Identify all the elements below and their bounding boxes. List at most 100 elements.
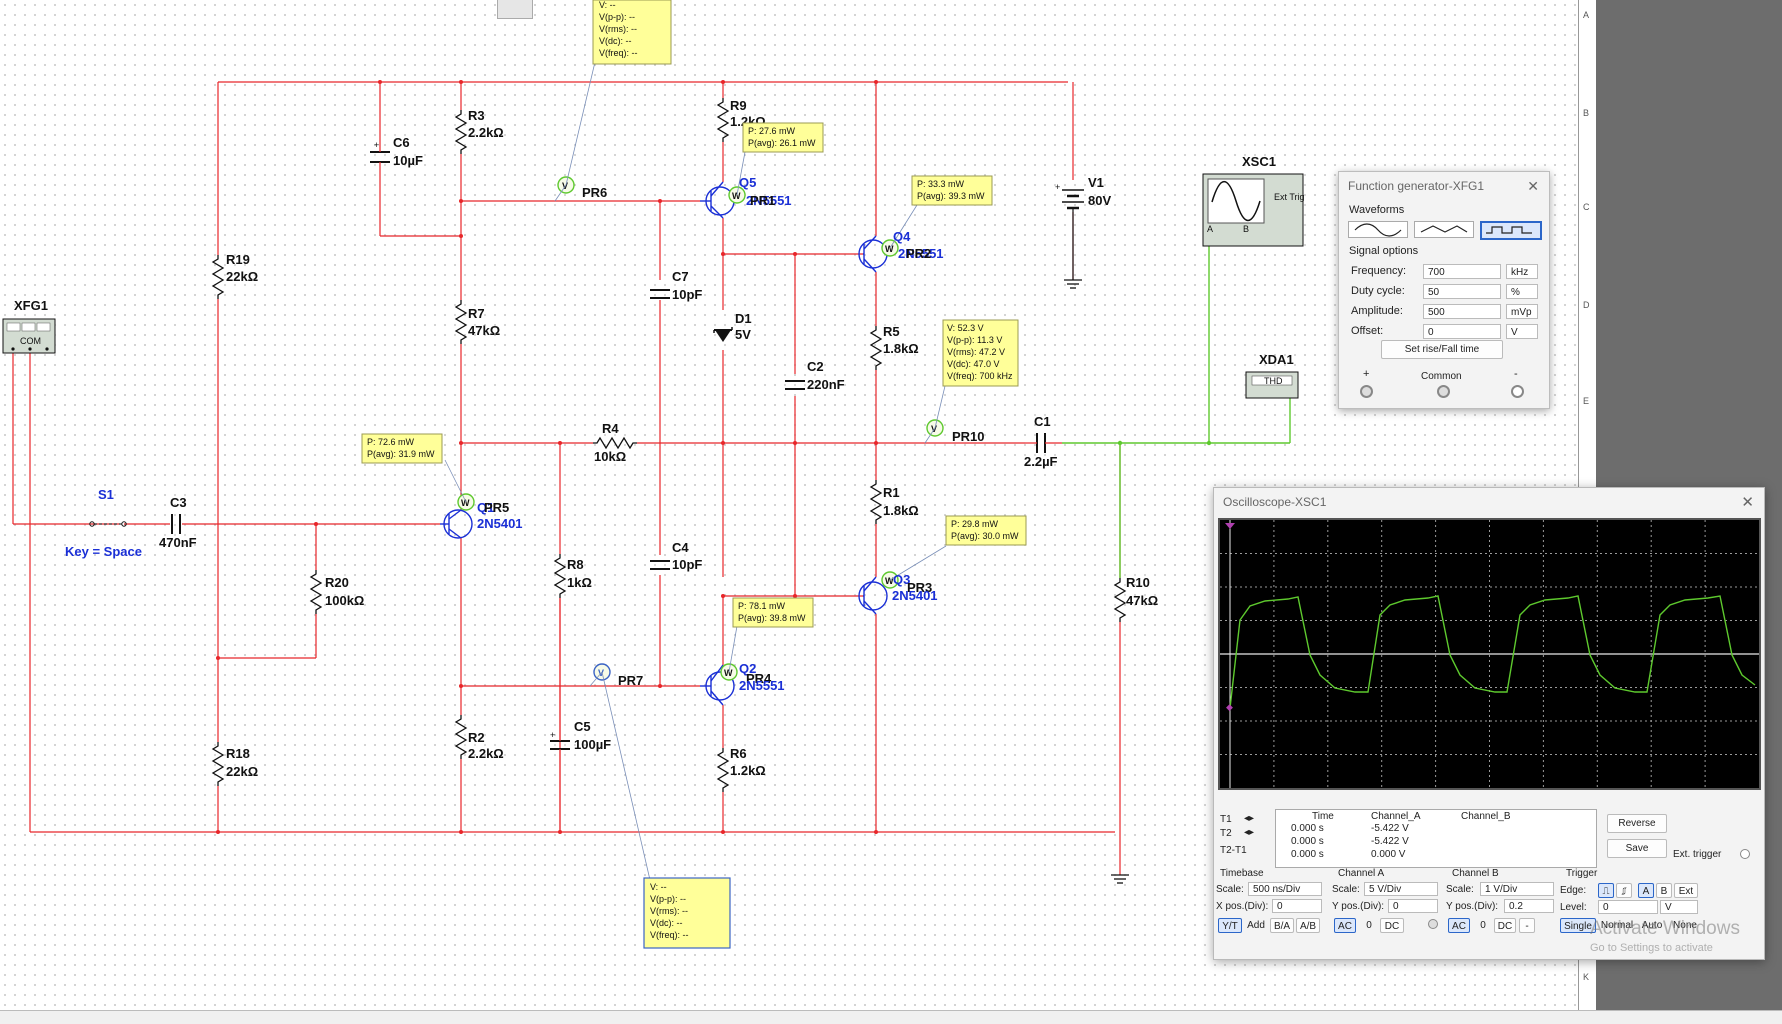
channel-a-ac-button[interactable]: AC xyxy=(1334,918,1356,933)
svg-text:V(dc): --: V(dc): -- xyxy=(650,918,683,928)
set-rise-fall-button[interactable]: Set rise/Fall time xyxy=(1381,340,1503,359)
oscilloscope-window[interactable]: Oscilloscope-XSC1 ✕ ◆ T1 T2 T2-T1 ◂▸ ◂ xyxy=(1213,487,1765,960)
square-wave-button[interactable] xyxy=(1480,221,1542,240)
frequency-input[interactable]: 700 xyxy=(1423,264,1501,279)
none-button[interactable]: None xyxy=(1673,920,1697,931)
save-button[interactable]: Save xyxy=(1607,839,1667,858)
channel-b-scale-input[interactable]: 1 V/Div xyxy=(1480,882,1554,896)
battery-V1[interactable] xyxy=(1062,189,1084,280)
add-button[interactable]: Add xyxy=(1247,920,1265,931)
oscilloscope-XSC1[interactable]: XSC1 Ext Trig A B xyxy=(1202,154,1305,247)
function-generator-XFG1[interactable]: XFG1 COM xyxy=(2,298,56,354)
ext-trigger-label: Ext. trigger xyxy=(1673,849,1722,860)
a-b-button[interactable]: A/B xyxy=(1296,918,1320,933)
offset-unit[interactable]: V xyxy=(1506,324,1538,339)
svg-text:PR3: PR3 xyxy=(907,580,932,595)
duty-cycle-input[interactable]: 50 xyxy=(1423,284,1501,299)
channel-b-dc-button[interactable]: DC xyxy=(1494,918,1516,933)
svg-text:V: 52.3 V: V: 52.3 V xyxy=(947,323,984,333)
falling-edge-button[interactable]: ⎎ xyxy=(1616,883,1632,898)
resistor-R1 xyxy=(870,479,882,525)
channel-a-ypos-input[interactable]: 0 xyxy=(1388,899,1438,913)
channel-a-terminal[interactable] xyxy=(1428,919,1438,929)
x-pos-input[interactable]: 0 xyxy=(1272,899,1322,913)
switch-S1[interactable] xyxy=(89,521,127,527)
trigger-a-button[interactable]: A xyxy=(1638,883,1654,898)
normal-button[interactable]: Normal xyxy=(1600,920,1634,931)
single-button[interactable]: Single xyxy=(1560,918,1596,933)
svg-text:A: A xyxy=(1207,224,1213,234)
svg-text:W: W xyxy=(461,498,470,508)
close-icon[interactable]: ✕ xyxy=(1741,494,1754,511)
svg-text:R10: R10 xyxy=(1126,575,1150,590)
yt-button[interactable]: Y/T xyxy=(1218,918,1242,933)
svg-text:1.2kΩ: 1.2kΩ xyxy=(730,763,766,778)
svg-text:COM: COM xyxy=(20,336,41,346)
oscilloscope-screen[interactable]: ◆ xyxy=(1218,518,1761,790)
rising-edge-button[interactable]: ⎍ xyxy=(1598,883,1614,898)
svg-text:Q5: Q5 xyxy=(739,175,756,190)
power-probes[interactable] xyxy=(457,186,899,681)
activate-windows-watermark: Activate Windows xyxy=(1590,918,1740,939)
svg-text:2.2µF: 2.2µF xyxy=(1024,454,1058,469)
dt-time: 0.000 s xyxy=(1291,849,1324,860)
border-letter: E xyxy=(1583,396,1590,406)
svg-text:10µF: 10µF xyxy=(393,153,423,168)
horizontal-scrollbar[interactable] xyxy=(0,1010,1782,1024)
distortion-analyzer-XDA1[interactable]: XDA1 THD xyxy=(1245,352,1299,399)
minus-terminal[interactable] xyxy=(1511,385,1524,398)
svg-text:C1: C1 xyxy=(1034,414,1051,429)
t2-arrows-icon[interactable]: ◂▸ xyxy=(1244,827,1255,838)
level-input[interactable]: 0 xyxy=(1598,900,1658,914)
svg-text:Q4: Q4 xyxy=(893,229,911,244)
channel-b-ypos-label: Y pos.(Div): xyxy=(1446,901,1499,912)
b-a-button[interactable]: B/A xyxy=(1270,918,1294,933)
close-icon[interactable]: ✕ xyxy=(1527,178,1539,194)
schematic-drawing[interactable]: + + + xyxy=(0,0,1595,1010)
channel-b-invert-button[interactable]: - xyxy=(1519,918,1535,933)
channel-b-label: Channel B xyxy=(1452,868,1499,879)
duty-cycle-unit[interactable]: % xyxy=(1506,284,1538,299)
transistor-Q1[interactable] xyxy=(440,509,473,539)
channel-b-ypos-input[interactable]: 0.2 xyxy=(1504,899,1554,913)
channel-b-ac-button[interactable]: AC xyxy=(1448,918,1470,933)
level-unit[interactable]: V xyxy=(1660,900,1698,914)
svg-text:1kΩ: 1kΩ xyxy=(567,575,592,590)
svg-text:V(rms): --: V(rms): -- xyxy=(650,906,688,916)
capacitors[interactable] xyxy=(171,151,1046,750)
amplitude-input[interactable]: 500 xyxy=(1423,304,1501,319)
transistor-Q2[interactable] xyxy=(700,664,735,706)
function-generator-window[interactable]: Function generator-XFG1 ✕ Waveforms Sign… xyxy=(1338,171,1550,409)
reverse-button[interactable]: Reverse xyxy=(1607,814,1667,833)
common-terminal-label: Common xyxy=(1421,371,1462,382)
auto-button[interactable]: Auto xyxy=(1641,920,1663,931)
ext-trigger-terminal[interactable] xyxy=(1740,849,1750,859)
trigger-b-button[interactable]: B xyxy=(1656,883,1672,898)
svg-text:B: B xyxy=(1243,224,1249,234)
svg-text:10pF: 10pF xyxy=(672,557,702,572)
waveforms-label: Waveforms xyxy=(1349,204,1405,216)
transistor-Q4[interactable] xyxy=(858,235,888,273)
channel-b-zero-button[interactable]: 0 xyxy=(1480,920,1486,931)
diode-D1[interactable] xyxy=(713,327,733,342)
channel-a-scale-input[interactable]: 5 V/Div xyxy=(1364,882,1438,896)
offset-input[interactable]: 0 xyxy=(1423,324,1501,339)
sine-wave-icon xyxy=(1354,223,1402,237)
plus-terminal[interactable] xyxy=(1360,385,1373,398)
trigger-ext-button[interactable]: Ext xyxy=(1674,883,1698,898)
amplitude-unit[interactable]: mVp xyxy=(1506,304,1538,319)
svg-text:V(rms): --: V(rms): -- xyxy=(599,24,637,34)
svg-text:V(freq): 700 kHz: V(freq): 700 kHz xyxy=(947,371,1013,381)
t1-arrows-icon[interactable]: ◂▸ xyxy=(1244,813,1255,824)
channel-a-dc-button[interactable]: DC xyxy=(1380,918,1404,933)
frequency-unit[interactable]: kHz xyxy=(1506,264,1538,279)
timebase-scale-input[interactable]: 500 ns/Div xyxy=(1248,882,1322,896)
toolbar-icon[interactable] xyxy=(497,0,533,19)
border-letter: A xyxy=(1583,10,1590,20)
transistor-Q3[interactable] xyxy=(858,576,888,615)
sine-wave-button[interactable] xyxy=(1348,221,1408,238)
triangle-wave-button[interactable] xyxy=(1414,221,1474,238)
channel-a-zero-button[interactable]: 0 xyxy=(1366,920,1372,931)
transistor-Q5[interactable] xyxy=(700,181,735,219)
common-terminal[interactable] xyxy=(1437,385,1450,398)
